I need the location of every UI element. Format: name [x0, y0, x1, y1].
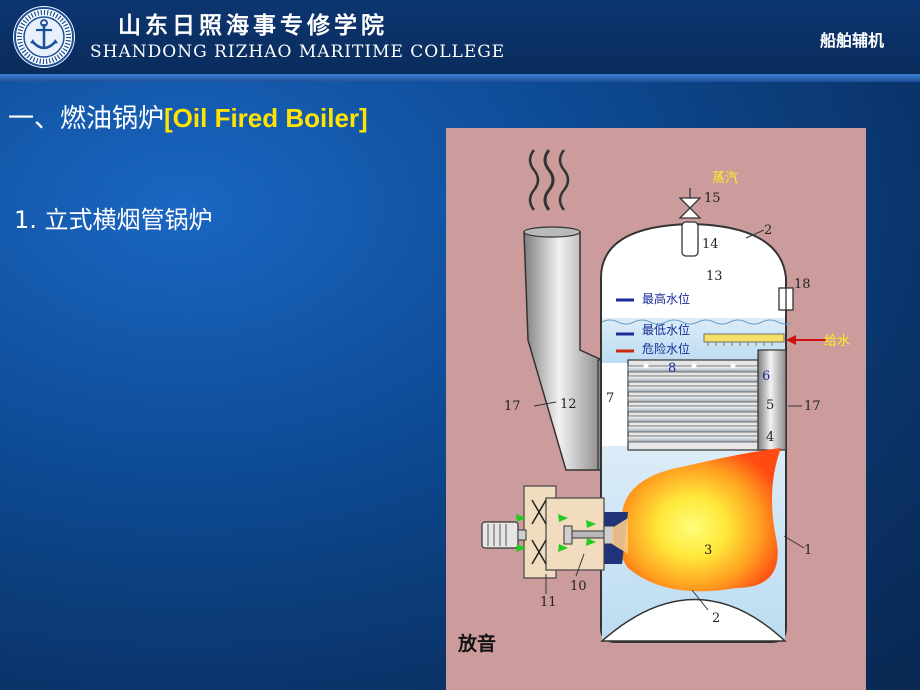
num-2-bottom: 2: [712, 611, 720, 626]
num-2-top: 2: [764, 223, 772, 238]
num-12: 12: [560, 397, 577, 412]
label-danger-level: 危险水位: [642, 341, 690, 356]
num-5: 5: [766, 398, 774, 413]
level-gauge-icon: [778, 280, 794, 318]
num-14: 14: [702, 237, 719, 252]
num-17-right: 17: [804, 399, 821, 414]
college-logo: [13, 6, 75, 68]
slide-subtitle: 1. 立式横烟管锅炉: [14, 206, 213, 234]
num-13: 13: [706, 269, 723, 284]
num-7: 7: [606, 391, 614, 406]
course-name: 船舶辅机: [819, 31, 884, 50]
boiler-diagram: 蒸汽 给水 最高水位 最低水位 危险水位 放音 15 14 2 13 18 8 …: [446, 128, 866, 690]
num-15: 15: [704, 191, 721, 206]
label-steam: 蒸汽: [712, 171, 738, 186]
smoke-tubes: [627, 365, 759, 443]
label-feed-water: 给水: [824, 334, 850, 349]
label-blowdown: 放音: [457, 632, 496, 655]
num-18: 18: [794, 277, 811, 292]
smoke-icon: [528, 149, 570, 211]
label-min-level: 最低水位: [642, 322, 690, 337]
header-divider: [0, 74, 920, 82]
label-max-level: 最高水位: [642, 291, 690, 306]
steam-valve-icon: [678, 188, 702, 257]
title-en: [Oil Fired Boiler]: [164, 103, 368, 133]
water-level-marks: [616, 298, 634, 353]
num-4: 4: [766, 430, 774, 445]
num-8: 8: [668, 361, 676, 376]
num-17-left: 17: [504, 399, 521, 414]
num-10: 10: [570, 579, 587, 594]
num-3: 3: [704, 543, 712, 558]
num-1: 1: [804, 543, 812, 558]
leader-lines: [533, 229, 805, 611]
title-cn: 一、燃油锅炉: [8, 104, 165, 134]
num-11: 11: [540, 595, 557, 610]
furnace-flame: [620, 448, 781, 592]
tube-bank: [627, 359, 759, 451]
feed-water-arrow-icon: [786, 335, 826, 345]
feed-pipe: [703, 333, 785, 343]
slide-title: 一、燃油锅炉[Oil Fired Boiler]: [8, 98, 368, 135]
college-name-en: SHANDONG RIZHAO MARITIME COLLEGE: [90, 42, 506, 62]
burner-assembly: [481, 485, 628, 579]
num-6: 6: [762, 369, 770, 384]
college-name-cn: 山东日照海事专修学院: [118, 12, 388, 39]
combustion-chamber-rear: [757, 349, 787, 451]
header-bar: 山东日照海事专修学院 SHANDONG RIZHAO MARITIME COLL…: [0, 0, 920, 74]
